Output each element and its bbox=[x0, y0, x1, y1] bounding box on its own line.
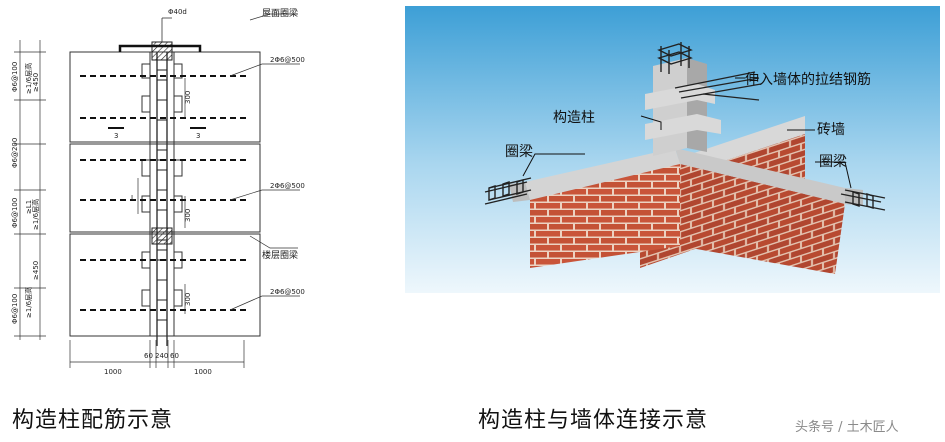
dim-1000-left: 1000 bbox=[104, 368, 122, 376]
stirrups bbox=[157, 59, 167, 321]
floor-beam-label: 楼层圈梁 bbox=[262, 249, 298, 261]
dim-1000-right: 1000 bbox=[194, 368, 212, 376]
column-rebar-cage bbox=[657, 42, 693, 74]
label-column: 构造柱 bbox=[553, 110, 595, 126]
spacing-100-top: Φ6@100 bbox=[11, 62, 19, 92]
spacing-200: Φ6@200 bbox=[11, 138, 19, 168]
floor-ring-beam bbox=[151, 227, 173, 245]
dim-300-c: 300 bbox=[184, 293, 192, 306]
section-mark-right: 3 bbox=[196, 132, 200, 140]
label-brick-wall: 砖墙 bbox=[817, 122, 845, 138]
dim-60-left: 60 bbox=[144, 352, 153, 360]
tie-bars bbox=[80, 75, 250, 311]
right-caption: 构造柱与墙体连接示意 bbox=[478, 408, 709, 433]
watermark: 头条号 / 土木匠人 bbox=[795, 420, 899, 435]
spacing-100-bottom: Φ6@100 bbox=[11, 294, 19, 324]
dim-240: 240 bbox=[155, 352, 168, 360]
label-tie-bars: 伸入墙体的拉结钢筋 bbox=[745, 71, 871, 88]
dim-60-right: 60 bbox=[170, 352, 179, 360]
lap-b-bottom: ≥450 bbox=[32, 261, 40, 280]
dim-300-a: 300 bbox=[184, 91, 192, 104]
lap-a-bottom: ≥1/6层高 bbox=[24, 287, 33, 318]
top-anchor-bar bbox=[118, 44, 202, 52]
roof-ring-beam bbox=[151, 41, 173, 61]
tie-bars bbox=[674, 71, 762, 101]
lap-a-top: ≥1/6层高 bbox=[24, 63, 33, 94]
concrete-column bbox=[645, 58, 721, 156]
constructional-column bbox=[141, 52, 183, 346]
left-caption: 构造柱配筋示意 bbox=[12, 408, 174, 433]
section-mark-left: 3 bbox=[114, 132, 118, 140]
column-wall-connection-illustration: 伸入墙体的拉结钢筋 构造柱 砖墙 圈梁 圈梁 bbox=[405, 6, 940, 293]
ring-beam-rebar-left bbox=[484, 177, 532, 205]
ring-beam-rebar-right bbox=[840, 189, 886, 211]
lap-b-top: ≥450 bbox=[32, 73, 40, 92]
rebar-label-1: 2Φ6@500 bbox=[270, 56, 305, 64]
label-ring-beam-left: 圈梁 bbox=[505, 144, 533, 160]
rebar-label-3: 2Φ6@500 bbox=[270, 288, 305, 296]
front-left-wall bbox=[525, 148, 680, 268]
label-ring-beam-right: 圈梁 bbox=[819, 154, 847, 170]
spacing-100-mid: Φ6@100 bbox=[11, 198, 19, 228]
rebar-label-2: 2Φ6@500 bbox=[270, 182, 305, 190]
lap-a-mid: ≥1/6层高 bbox=[31, 199, 40, 230]
roof-beam-label: 屋面圈梁 bbox=[262, 7, 298, 19]
top-bar-label: Φ40d bbox=[168, 8, 187, 16]
callout-leaders bbox=[522, 77, 852, 189]
column-reinforcement-drawing: Φ40d 3 3 300 300 300 L bbox=[0, 0, 400, 385]
dim-300-b: 300 bbox=[184, 209, 192, 222]
wall-outlines bbox=[69, 51, 261, 337]
front-right-wall bbox=[675, 148, 845, 274]
lap-L: ≥L1 bbox=[25, 200, 33, 214]
dim-L: L bbox=[131, 194, 135, 202]
